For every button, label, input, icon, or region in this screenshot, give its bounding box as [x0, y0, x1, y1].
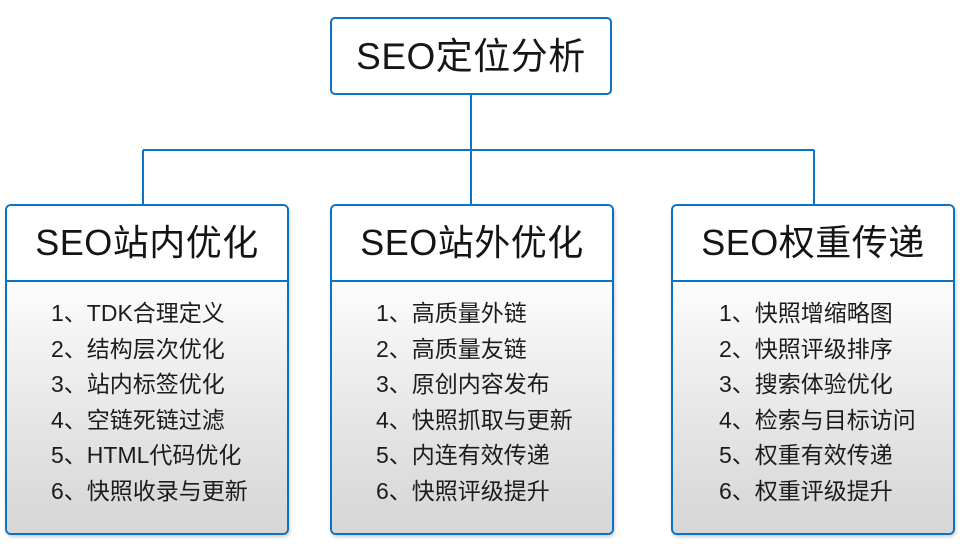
list-item: 3 、 搜索体验优化: [719, 367, 953, 403]
branch-3-header: SEO权重传递: [673, 206, 953, 282]
list-item-text: 结构层次优化: [86, 335, 225, 362]
list-item-text: 快照增缩略图: [754, 300, 893, 326]
list-item: 6 、 快照收录与更新: [51, 474, 287, 510]
list-item-separator: 、: [63, 300, 87, 326]
list-item-text: 快照抓取与更新: [411, 406, 573, 433]
list-item-index: 5: [51, 442, 64, 468]
list-item: 3 、 原创内容发布: [376, 367, 612, 403]
list-item-text: 权重评级提升: [754, 477, 893, 504]
list-item-separator: 、: [63, 335, 87, 362]
list-item-index: 4: [719, 406, 732, 433]
list-item: 1 、 TDK合理定义: [51, 296, 287, 332]
list-item-separator: 、: [731, 477, 755, 504]
list-item-index: 4: [376, 406, 389, 433]
list-item-separator: 、: [63, 406, 87, 433]
list-item-text: 快照评级排序: [754, 335, 893, 362]
branch-2-title: SEO站外优化: [360, 222, 584, 263]
list-item-separator: 、: [388, 477, 412, 504]
list-item-text: HTML代码优化: [86, 442, 242, 468]
branch-1-title: SEO站内优化: [35, 222, 259, 263]
branch-3-body: 1 、 快照增缩略图 2 、 快照评级排序 3 、 搜索体验优化 4 、: [673, 282, 953, 533]
list-item-index: 5: [719, 442, 732, 468]
branch-1-header: SEO站内优化: [7, 206, 287, 282]
list-item-index: 2: [376, 335, 389, 362]
list-item-index: 6: [719, 477, 732, 504]
list-item-index: 3: [51, 371, 64, 397]
list-item-separator: 、: [388, 300, 412, 326]
list-item-separator: 、: [731, 300, 755, 326]
list-item-separator: 、: [731, 442, 755, 468]
branch-node-3[interactable]: SEO权重传递 1 、 快照增缩略图 2 、 快照评级排序 3 、 搜索体验优化: [671, 204, 955, 535]
list-item-index: 6: [51, 477, 64, 504]
branch-1-body: 1 、 TDK合理定义 2 、 结构层次优化 3 、 站内标签优化 4 、: [7, 282, 287, 533]
list-item-text: 快照评级提升: [411, 477, 550, 504]
list-item-text: 搜索体验优化: [754, 371, 893, 397]
list-item: 5 、 HTML代码优化: [51, 438, 287, 474]
root-node[interactable]: SEO定位分析: [330, 17, 612, 95]
list-item-text: 检索与目标访问: [754, 406, 916, 433]
list-item-text: 高质量外链: [411, 300, 527, 326]
list-item: 2 、 结构层次优化: [51, 332, 287, 368]
list-item-text: 原创内容发布: [411, 371, 550, 397]
list-item: 5 、 权重有效传递: [719, 438, 953, 474]
list-item: 1 、 高质量外链: [376, 296, 612, 332]
branch-2-item-list: 1 、 高质量外链 2 、 高质量友链 3 、 原创内容发布 4 、 快: [332, 296, 612, 509]
list-item-index: 4: [51, 406, 64, 433]
branch-3-item-list: 1 、 快照增缩略图 2 、 快照评级排序 3 、 搜索体验优化 4 、: [673, 296, 953, 509]
list-item-separator: 、: [63, 371, 87, 397]
list-item-separator: 、: [388, 406, 412, 433]
list-item-index: 6: [376, 477, 389, 504]
branch-2-header: SEO站外优化: [332, 206, 612, 282]
list-item-index: 3: [376, 371, 389, 397]
list-item-text: 高质量友链: [411, 335, 527, 362]
list-item-index: 1: [719, 300, 732, 326]
list-item-separator: 、: [63, 442, 87, 468]
branch-node-2[interactable]: SEO站外优化 1 、 高质量外链 2 、 高质量友链 3 、 原创内容发布: [330, 204, 614, 535]
list-item: 6 、 权重评级提升: [719, 474, 953, 510]
list-item-separator: 、: [388, 371, 412, 397]
list-item-separator: 、: [388, 335, 412, 362]
list-item-separator: 、: [63, 477, 87, 504]
list-item-separator: 、: [731, 406, 755, 433]
list-item-separator: 、: [388, 442, 412, 468]
branch-1-item-list: 1 、 TDK合理定义 2 、 结构层次优化 3 、 站内标签优化 4 、: [7, 296, 287, 509]
root-node-label: SEO定位分析: [356, 35, 586, 77]
list-item: 6 、 快照评级提升: [376, 474, 612, 510]
list-item-index: 1: [376, 300, 389, 326]
list-item-text: 内连有效传递: [411, 442, 550, 468]
branch-3-title: SEO权重传递: [701, 222, 925, 263]
list-item: 4 、 检索与目标访问: [719, 403, 953, 439]
list-item: 4 、 空链死链过滤: [51, 403, 287, 439]
list-item: 1 、 快照增缩略图: [719, 296, 953, 332]
list-item-index: 2: [719, 335, 732, 362]
list-item: 2 、 高质量友链: [376, 332, 612, 368]
list-item-text: 快照收录与更新: [86, 477, 248, 504]
list-item-index: 3: [719, 371, 732, 397]
branch-node-1[interactable]: SEO站内优化 1 、 TDK合理定义 2 、 结构层次优化 3 、 站内标签优…: [5, 204, 289, 535]
list-item-separator: 、: [731, 335, 755, 362]
list-item-index: 5: [376, 442, 389, 468]
list-item: 5 、 内连有效传递: [376, 438, 612, 474]
list-item-text: TDK合理定义: [86, 300, 225, 326]
list-item-separator: 、: [731, 371, 755, 397]
list-item-index: 2: [51, 335, 64, 362]
list-item: 4 、 快照抓取与更新: [376, 403, 612, 439]
list-item-text: 站内标签优化: [86, 371, 225, 397]
list-item-index: 1: [51, 300, 64, 326]
list-item-text: 空链死链过滤: [86, 406, 225, 433]
list-item-text: 权重有效传递: [754, 442, 893, 468]
branch-2-body: 1 、 高质量外链 2 、 高质量友链 3 、 原创内容发布 4 、 快: [332, 282, 612, 533]
list-item: 2 、 快照评级排序: [719, 332, 953, 368]
list-item: 3 、 站内标签优化: [51, 367, 287, 403]
